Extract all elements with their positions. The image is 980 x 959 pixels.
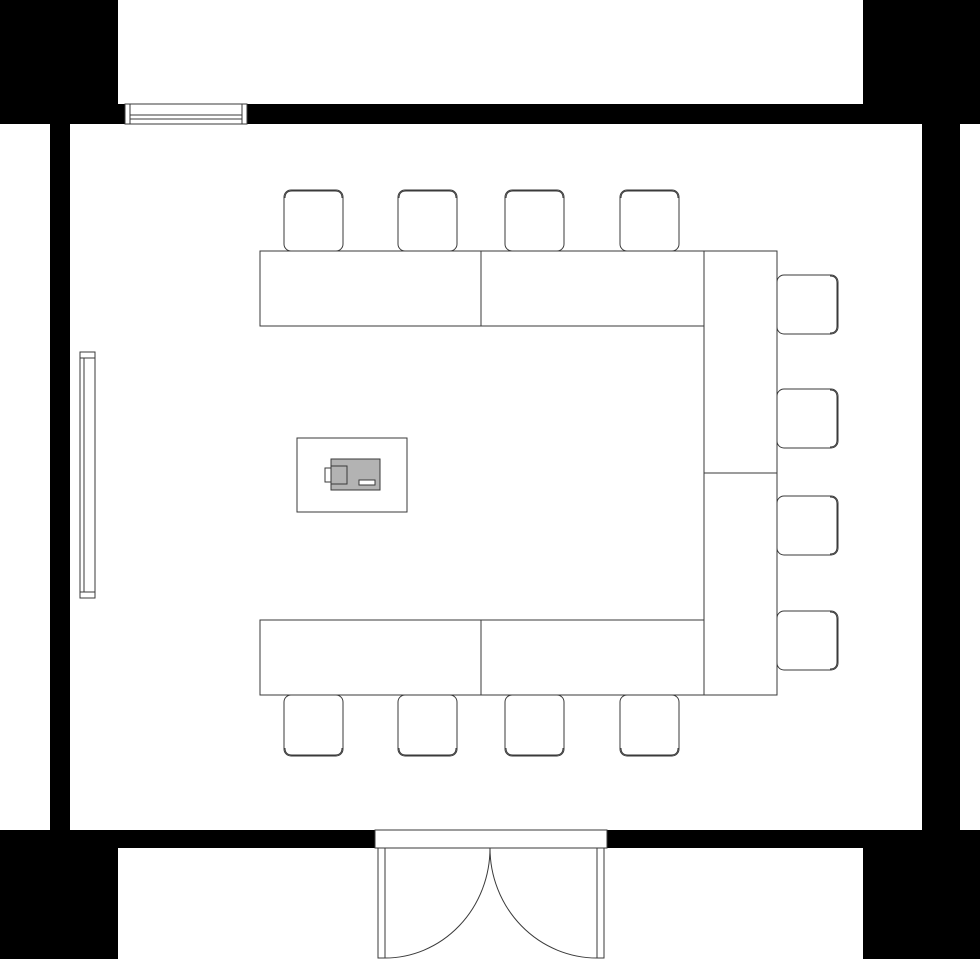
table-top-mid (480, 250, 705, 327)
chair-seat (504, 694, 565, 757)
table-right-upper (703, 250, 778, 474)
chair-backrest (398, 190, 457, 199)
chair-seat (776, 610, 839, 671)
chair-top-3 (504, 189, 565, 252)
chair-backrest (505, 190, 564, 199)
chair-seat (619, 694, 680, 757)
whiteboard (79, 351, 96, 599)
projector-vent (358, 479, 376, 486)
openings (79, 103, 608, 959)
door-leaf-right (596, 847, 605, 959)
table-bottom-mid (480, 619, 705, 696)
chair-right-2 (776, 388, 839, 449)
wall-corner-top-left (0, 0, 118, 124)
chair-bottom-3 (504, 694, 565, 757)
wall-top-left-segment (118, 104, 125, 124)
equipment (296, 437, 408, 513)
wall-left (50, 124, 70, 830)
chair-backrest (620, 190, 679, 199)
chair-backrest (284, 747, 343, 756)
chair-right-4 (776, 610, 839, 671)
chair-seat (619, 189, 680, 252)
chair-backrest (829, 611, 838, 670)
wall-bottom-left (118, 830, 375, 848)
chair-bottom-2 (397, 694, 458, 757)
wall-corner-bottom-right (863, 830, 980, 959)
chair-seat (504, 189, 565, 252)
chair-right-3 (776, 495, 839, 556)
conference-table (259, 250, 778, 696)
window-frame (124, 103, 248, 125)
chair-top-2 (397, 189, 458, 252)
chairs (283, 189, 839, 757)
door-threshold (374, 829, 608, 849)
chair-seat (397, 189, 458, 252)
chair-seat (776, 495, 839, 556)
chair-backrest (829, 275, 838, 334)
chair-backrest (284, 190, 343, 199)
projector-lens (324, 467, 332, 483)
chair-backrest (505, 747, 564, 756)
table-right-lower (703, 472, 778, 696)
chair-backrest (620, 747, 679, 756)
chair-seat (776, 388, 839, 449)
door-swing-left (384, 847, 491, 959)
chair-backrest (829, 389, 838, 448)
chair-right-1 (776, 274, 839, 335)
door-swing-right (489, 847, 598, 959)
chair-backrest (398, 747, 457, 756)
chair-backrest (829, 496, 838, 555)
table-top-left (259, 250, 482, 327)
chair-seat (283, 189, 344, 252)
wall-top (247, 104, 863, 124)
chair-seat (776, 274, 839, 335)
door-leaf-left (377, 847, 386, 959)
table-bottom-left (259, 619, 482, 696)
chair-seat (397, 694, 458, 757)
wall-right (922, 124, 960, 830)
wall-corner-bottom-left (0, 830, 118, 959)
chair-bottom-4 (619, 694, 680, 757)
chair-top-1 (283, 189, 344, 252)
projector-lens-housing (330, 465, 348, 485)
wall-corner-top-right (863, 0, 980, 124)
chair-bottom-1 (283, 694, 344, 757)
wall-bottom-right (607, 830, 863, 848)
chair-top-4 (619, 189, 680, 252)
chair-seat (283, 694, 344, 757)
